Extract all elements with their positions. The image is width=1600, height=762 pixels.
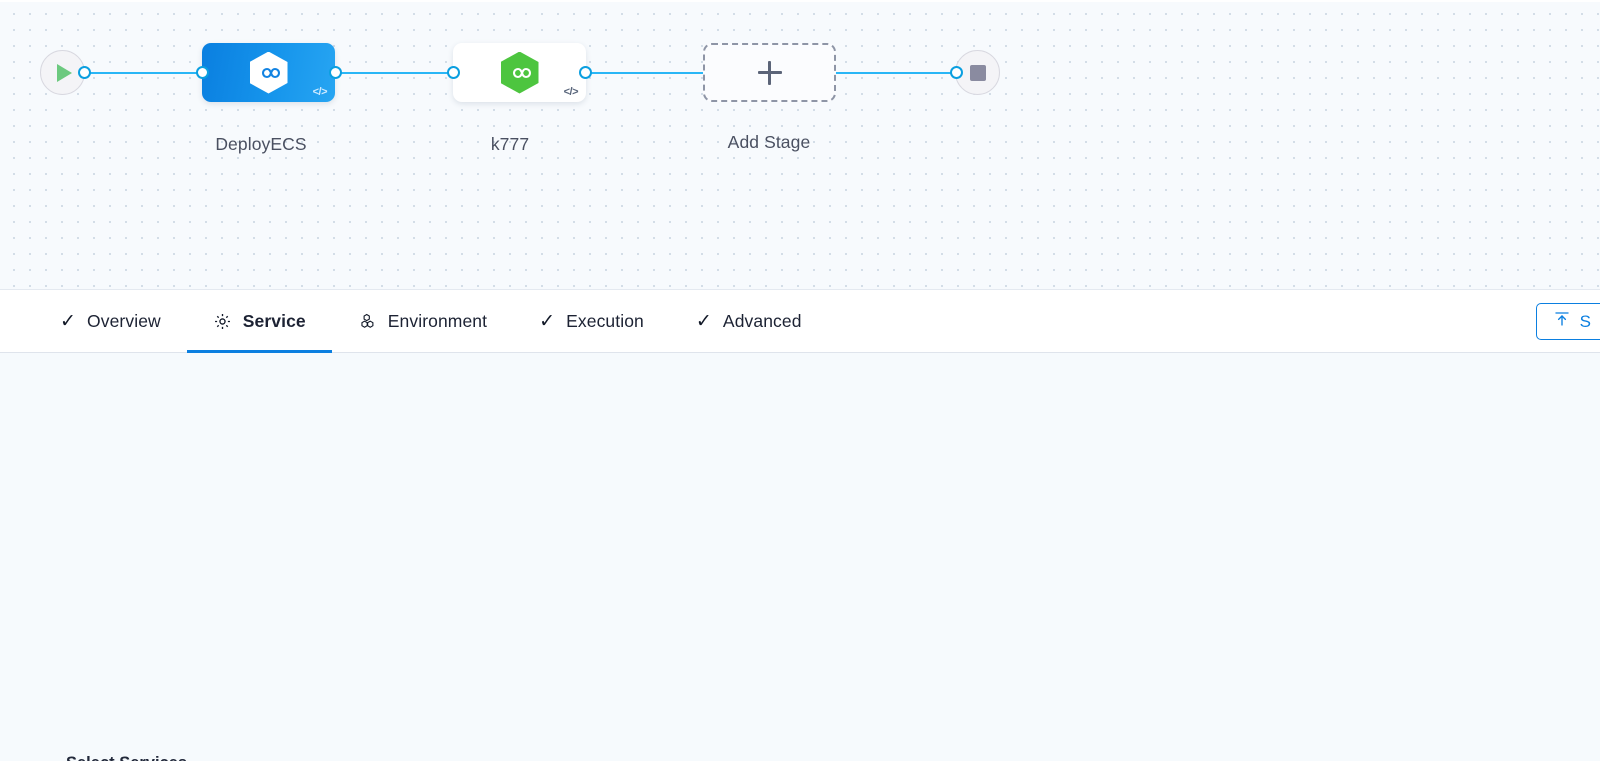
add-stage-button[interactable] [703, 43, 836, 102]
gear-icon [213, 312, 232, 331]
port-k777-out[interactable] [579, 66, 592, 79]
edge-deployecs-to-k777 [330, 72, 458, 74]
tab-overview[interactable]: ✓ Overview [34, 290, 187, 352]
code-view-icon[interactable]: </> [563, 86, 579, 98]
port-deployecs-in[interactable] [196, 66, 209, 79]
check-icon: ✓ [695, 310, 712, 332]
stage-label-deployecs: DeployECS [215, 134, 307, 154]
stop-icon [969, 64, 986, 81]
save-as-template-label: S [1579, 311, 1591, 331]
stage-node-k777[interactable]: </> [453, 43, 586, 102]
save-template-icon [1553, 310, 1571, 333]
tab-execution[interactable]: ✓ Execution [513, 290, 670, 352]
pipeline-start-node[interactable] [40, 50, 85, 95]
stage-label-k777: k777 [490, 134, 530, 154]
tab-environment[interactable]: Environment [332, 290, 513, 352]
stage-config-tabbar: ✓ Overview Service Environment ✓ Executi… [0, 290, 1600, 353]
add-stage-label: Add Stage [727, 132, 811, 152]
port-start-out[interactable] [78, 66, 91, 79]
stage-node-deployecs[interactable]: </> [202, 43, 335, 102]
port-end-in[interactable] [950, 66, 963, 79]
harness-cd-hexagon-green-icon [500, 51, 539, 94]
select-services-title: Select Services [66, 754, 187, 761]
tab-label-execution: Execution [566, 310, 644, 331]
pipeline-canvas[interactable]: </> DeployECS </> k777 Add Stage [0, 0, 1600, 290]
tab-advanced[interactable]: ✓ Advanced [670, 290, 828, 352]
tab-label-overview: Overview [87, 310, 161, 331]
port-deployecs-out[interactable] [329, 66, 342, 79]
service-tab-panel: Select Services PROJECT 1 + Add Service … [0, 353, 1600, 761]
tab-label-advanced: Advanced [722, 310, 802, 331]
check-icon: ✓ [539, 310, 556, 332]
harness-cd-hexagon-icon [249, 51, 288, 94]
hexagon-cluster-icon [358, 312, 377, 331]
edge-addstage-to-end [830, 72, 958, 74]
tab-label-environment: Environment [387, 310, 488, 331]
save-as-template-button[interactable]: S [1535, 303, 1600, 340]
check-icon: ✓ [60, 310, 77, 332]
edge-k777-to-addstage [580, 72, 710, 74]
tab-label-service: Service [242, 310, 306, 331]
play-icon [57, 63, 72, 82]
tab-service[interactable]: Service [186, 290, 332, 353]
code-view-icon[interactable]: </> [312, 86, 328, 98]
edge-start-to-deployecs [84, 72, 208, 74]
plus-icon-bar [757, 71, 782, 74]
port-k777-in[interactable] [447, 66, 460, 79]
